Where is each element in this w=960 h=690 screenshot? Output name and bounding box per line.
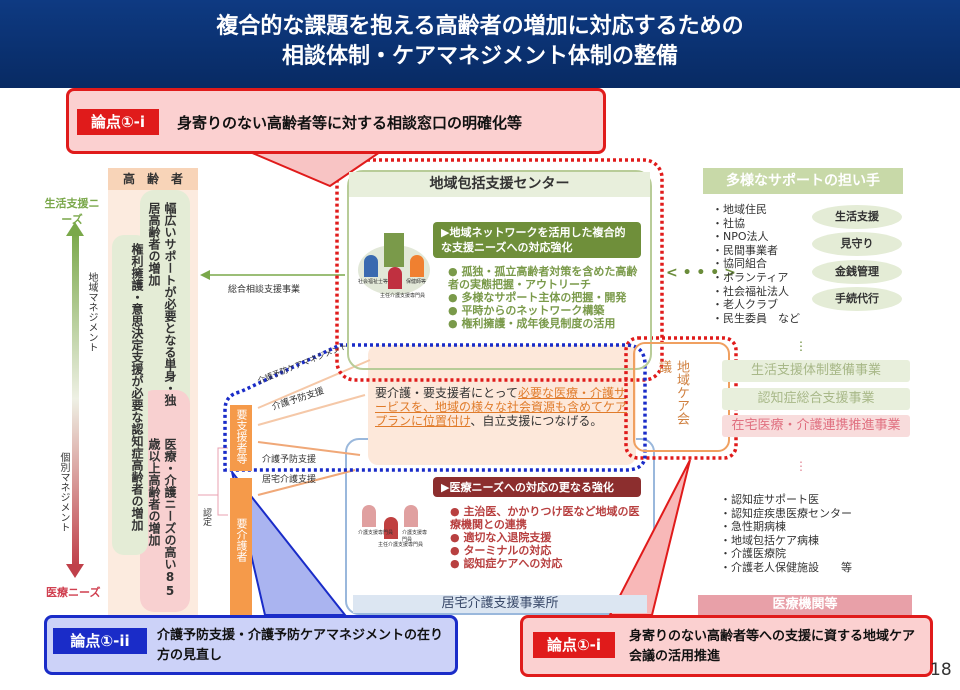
medical-bullets: 主治医、かかりつけ医など地域の医療機関との連携適切な入退院支援ターミナルの対応認… bbox=[450, 505, 645, 570]
careplan-text: 要介護・要支援者にとって必要な医療・介護サービスを、地域の様々な社会資源も含めて… bbox=[375, 386, 628, 428]
medical-list: 認知症サポート医認知症疾患医療センター急性期病棟地域包括ケア病棟介護医療院介護老… bbox=[720, 493, 852, 575]
single-elderly-increase: 幅広いサポートが必要となる単身・独居高齢者の増加 bbox=[147, 202, 177, 406]
needs-axis-arrow bbox=[72, 232, 79, 566]
svg-text:⋮: ⋮ bbox=[795, 459, 807, 473]
project-life-support: 生活支援体制整備事業 bbox=[722, 360, 910, 382]
callout-bottom-left: 論点①-ii 介護予防支援・介護予防ケアマネジメントの在り方の見直し bbox=[44, 615, 458, 675]
project-home-medical: 在宅医療・介護連携推進事業 bbox=[722, 415, 910, 437]
pill-life-support: 生活支援 bbox=[812, 205, 902, 229]
person-icon bbox=[388, 267, 402, 289]
svg-text:⋮: ⋮ bbox=[795, 339, 807, 353]
over85-elderly-increase: 医療・介護ニーズの高い85歳以上高齢者の増加 bbox=[147, 438, 177, 598]
staff-icons: 社会福祉士等 保健師等 主任介護支援専門員 bbox=[358, 233, 430, 299]
center-bullets: 孤独・孤立高齢者対策を含めた高齢者の実態把握・アウトリーチ多様なサポート主体の把… bbox=[448, 265, 643, 330]
care-manager-icons: 介護支援専門員 介護支援専門員 主任介護支援専門員 bbox=[358, 505, 430, 565]
community-care-meeting: 地域ケア会議 bbox=[633, 342, 730, 452]
person-icon bbox=[362, 505, 376, 527]
issue-label: 論点①-ii bbox=[53, 628, 147, 654]
medical-institutions-footer: 医療機関等 bbox=[698, 595, 912, 615]
project-dementia: 認知症総合支援事業 bbox=[722, 388, 910, 410]
support-required-bar: 要支援者等 bbox=[230, 405, 252, 471]
area-management-label: 地域マネジメント bbox=[86, 272, 97, 352]
callout-top: 論点①-i 身寄りのない高齢者等に対する相談窓口の明確化等 bbox=[66, 88, 606, 154]
pill-procedure: 手続代行 bbox=[812, 287, 902, 311]
supporters-list: 地域住民社協NPO法人民間事業者協同組合ボランティア社会福祉法人老人クラブ民生委… bbox=[712, 203, 800, 325]
issue-label: 論点①-i bbox=[533, 632, 615, 658]
general-consultation-label: 総合相談支援事業 bbox=[228, 285, 301, 295]
pill-money: 金銭管理 bbox=[812, 260, 902, 284]
elderly-header: 高 齢 者 bbox=[108, 168, 198, 190]
dementia-elderly-increase: 権利擁護・意思決定支援が必要な認知症高齢者の増加 bbox=[112, 235, 148, 555]
issue-label: 論点①-i bbox=[77, 109, 159, 135]
regional-center-header: 地域包括支援センター bbox=[349, 172, 650, 197]
person-icon bbox=[404, 505, 418, 527]
issue-text: 身寄りのない高齢者等に対する相談窓口の明確化等 bbox=[177, 114, 523, 132]
life-support-needs-label: 生活支援ニーズ bbox=[44, 197, 100, 226]
issue-text: 身寄りのない高齢者等への支援に資する地域ケア会議の活用推進 bbox=[629, 629, 916, 664]
individual-management-label: 個別マネジメント bbox=[58, 452, 69, 532]
pill-watch: 見守り bbox=[812, 232, 902, 256]
care-required-bar: 要介護者 bbox=[230, 478, 252, 620]
home-care-support-label: 居宅介護支援 bbox=[262, 475, 317, 485]
medical-needs-label: 医療ニーズ bbox=[46, 586, 101, 599]
issue-text: 介護予防支援・介護予防ケアマネジメントの在り方の見直し bbox=[157, 628, 444, 663]
supporters-header: 多様なサポートの担い手 bbox=[703, 168, 903, 194]
person-icon bbox=[364, 255, 378, 277]
building-icon bbox=[384, 233, 404, 267]
certification-label: 認定 bbox=[201, 508, 211, 526]
slide-header: 複合的な課題を抱える高齢者の増加に対応するための 相談体制・ケアマネジメント体制… bbox=[0, 0, 960, 88]
medical-badge: ▶医療ニーズへの対応の更なる強化 bbox=[433, 477, 641, 497]
title-line1: 複合的な課題を抱える高齢者の増加に対応するための bbox=[216, 14, 744, 39]
prevention-support-label-2: 介護予防支援 bbox=[262, 455, 317, 465]
home-care-office-footer: 居宅介護支援事業所 bbox=[353, 595, 647, 613]
person-icon bbox=[410, 255, 424, 277]
person-icon bbox=[384, 517, 398, 539]
callout-bottom-right: 論点①-i 身寄りのない高齢者等への支援に資する地域ケア会議の活用推進 bbox=[520, 615, 933, 677]
regional-center-box: 地域包括支援センター bbox=[347, 170, 652, 370]
page-number: 18 bbox=[930, 660, 952, 680]
title-line2: 相談体制・ケアマネジメント体制の整備 bbox=[281, 44, 678, 69]
center-badge: ▶地域ネットワークを活用した複合的な支援ニーズへの対応強化 bbox=[433, 222, 641, 258]
